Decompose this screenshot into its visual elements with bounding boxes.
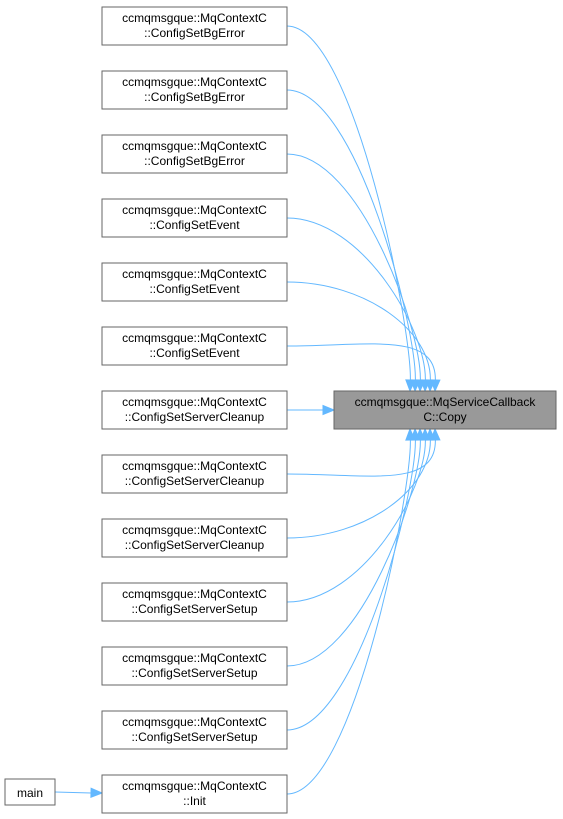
target-node-copy[interactable]: ccmqmsgque::MqServiceCallback C::Copy — [333, 390, 557, 430]
caller-node[interactable]: ccmqmsgque::MqContextC::ConfigSetBgError — [101, 134, 288, 174]
caller-node-label-line2: ::ConfigSetServerSetup — [131, 666, 257, 680]
nodes-layer: ccmqmsgque::MqServiceCallback C::Copy ma… — [4, 6, 557, 814]
caller-node[interactable]: ccmqmsgque::MqContextC::ConfigSetServerC… — [101, 518, 288, 558]
edge-caller-to-target — [286, 343, 441, 393]
caller-node-label-line2: ::ConfigSetServerSetup — [131, 730, 257, 744]
caller-node-label-line1: ccmqmsgque::MqContextC — [122, 11, 267, 25]
caller-node-label-line1: ccmqmsgque::MqContextC — [122, 395, 267, 409]
caller-node-label-line1: ccmqmsgque::MqContextC — [122, 459, 267, 473]
caller-node-label-line2: ::ConfigSetServerCleanup — [125, 410, 265, 424]
edge-caller-to-target — [286, 427, 426, 667]
caller-node-label-line2: ::ConfigSetEvent — [149, 346, 240, 360]
edge-caller-to-target — [286, 25, 416, 393]
edge-caller-to-target — [287, 404, 336, 416]
edge-arrowhead — [405, 427, 416, 441]
caller-node-label-line1: ccmqmsgque::MqContextC — [122, 651, 267, 665]
caller-node[interactable]: ccmqmsgque::MqContextC::ConfigSetEvent — [101, 198, 288, 238]
caller-node-label-line2: ::ConfigSetBgError — [144, 26, 245, 40]
caller-node-label-line2: ::ConfigSetServerCleanup — [125, 474, 265, 488]
caller-node-label-line1: ccmqmsgque::MqContextC — [122, 779, 267, 793]
edge-caller-to-target — [286, 217, 431, 393]
target-node-label-line1: ccmqmsgque::MqServiceCallback — [355, 395, 537, 409]
edge-main-to-init — [54, 787, 104, 798]
caller-node-label-line2: ::Init — [183, 794, 206, 808]
caller-node-label-line1: ccmqmsgque::MqContextC — [122, 203, 267, 217]
edge-caller-to-target — [286, 427, 436, 539]
caller-node-label-line1: ccmqmsgque::MqContextC — [122, 523, 267, 537]
caller-node-label-line2: ::ConfigSetBgError — [144, 90, 245, 104]
caller-node-label-line2: ::ConfigSetBgError — [144, 154, 245, 168]
caller-node-label-line2: ::ConfigSetServerCleanup — [125, 538, 265, 552]
edges-layer — [54, 25, 441, 798]
target-node-label-line2: C::Copy — [423, 410, 466, 424]
edge-arrowhead — [90, 787, 104, 798]
caller-node[interactable]: ccmqmsgque::MqContextC::ConfigSetServerS… — [101, 710, 288, 750]
node-main[interactable]: main — [4, 778, 56, 806]
edge-caller-to-target — [286, 427, 431, 603]
caller-node-label-line2: ::ConfigSetServerSetup — [131, 602, 257, 616]
caller-node[interactable]: ccmqmsgque::MqContextC::ConfigSetEvent — [101, 262, 288, 302]
edge-caller-to-target — [286, 281, 436, 393]
caller-node-label-line1: ccmqmsgque::MqContextC — [122, 139, 267, 153]
edge-arrowhead — [322, 404, 336, 416]
caller-node[interactable]: ccmqmsgque::MqContextC::ConfigSetEvent — [101, 326, 288, 366]
caller-node[interactable]: ccmqmsgque::MqContextC::ConfigSetServerS… — [101, 582, 288, 622]
caller-node-label-line1: ccmqmsgque::MqContextC — [122, 331, 267, 345]
caller-node-label-line1: ccmqmsgque::MqContextC — [122, 587, 267, 601]
caller-node-label-line1: ccmqmsgque::MqContextC — [122, 267, 267, 281]
caller-node[interactable]: ccmqmsgque::MqContextC::Init — [101, 774, 288, 814]
edge-caller-to-target — [286, 153, 426, 393]
edge-caller-to-target — [286, 427, 416, 795]
edge-arrowhead — [430, 379, 441, 393]
node-main-label: main — [17, 786, 43, 800]
caller-node-label-line1: ccmqmsgque::MqContextC — [122, 75, 267, 89]
caller-node[interactable]: ccmqmsgque::MqContextC::ConfigSetBgError — [101, 6, 288, 46]
caller-node[interactable]: ccmqmsgque::MqContextC::ConfigSetBgError — [101, 70, 288, 110]
caller-node[interactable]: ccmqmsgque::MqContextC::ConfigSetServerC… — [101, 454, 288, 494]
caller-node-label-line2: ::ConfigSetEvent — [149, 218, 240, 232]
caller-node-label-line2: ::ConfigSetEvent — [149, 282, 240, 296]
caller-node-label-line1: ccmqmsgque::MqContextC — [122, 715, 267, 729]
caller-node[interactable]: ccmqmsgque::MqContextC::ConfigSetServerS… — [101, 646, 288, 686]
caller-node[interactable]: ccmqmsgque::MqContextC::ConfigSetServerC… — [101, 390, 288, 430]
